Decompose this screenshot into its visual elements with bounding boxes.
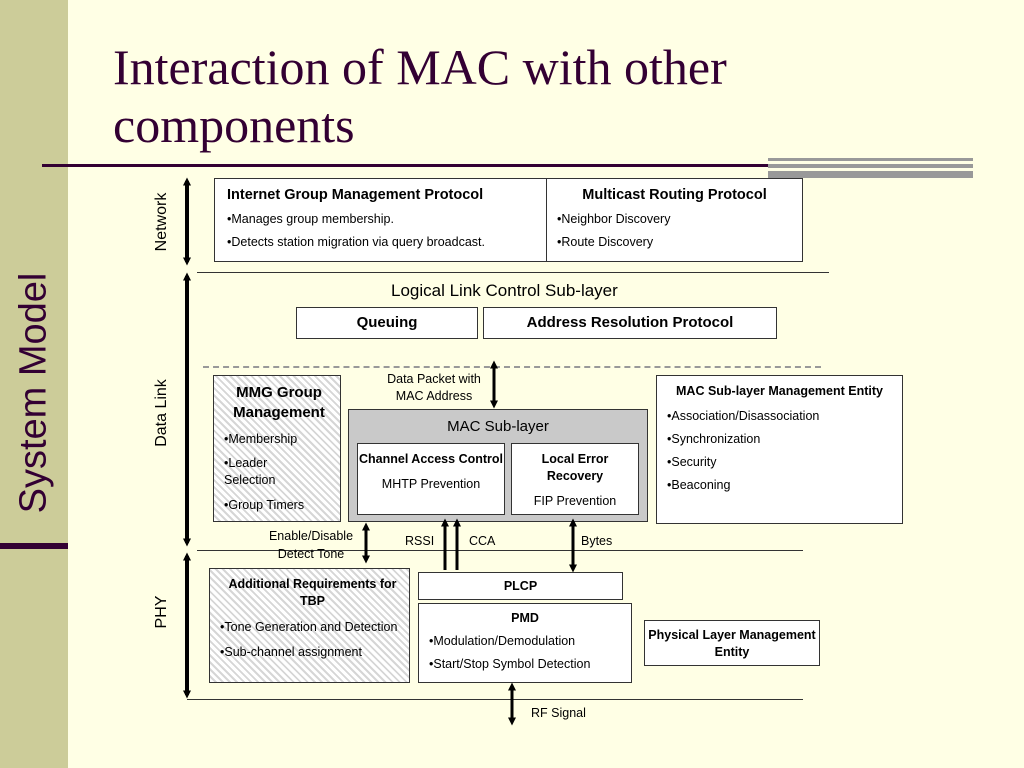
igmp-item: •Detects station migration via query bro…	[227, 235, 485, 249]
mrp-title: Multicast Routing Protocol	[582, 187, 767, 203]
mrp-box: Multicast Routing Protocol •Neighbor Dis…	[546, 178, 803, 262]
arp-box: Address Resolution Protocol	[483, 307, 777, 339]
mac-mgmt-title: MAC Sub-layer Management Entity	[676, 384, 883, 398]
enable-disable-line2: Detect Tone	[277, 547, 345, 561]
queuing-box: Queuing	[296, 307, 478, 339]
cca-label: CCA	[469, 534, 496, 548]
llc-mac-separator	[203, 366, 821, 368]
bytes-label: Bytes	[581, 534, 613, 548]
mrp-item: •Neighbor Discovery	[557, 212, 671, 226]
ler-title: Local Error Recovery	[541, 452, 609, 483]
igmp-title: Internet Group Management Protocol	[227, 187, 484, 203]
mac-mgmt-box: MAC Sub-layer Management Entity •Associa…	[656, 375, 903, 524]
sidebar	[0, 0, 68, 768]
data-packet-line2: MAC Address	[395, 389, 473, 403]
mrp-item: •Route Discovery	[557, 235, 654, 249]
addreq-item: •Tone Generation and Detection	[220, 620, 398, 634]
cac-box: Channel Access Control MHTP Prevention	[357, 443, 505, 515]
igmp-box: Internet Group Management Protocol •Mana…	[214, 178, 547, 262]
igmp-item: •Manages group membership.	[227, 212, 394, 226]
rf-signal-label: RF Signal	[531, 706, 586, 720]
mac-mgmt-item: •Beaconing	[667, 478, 731, 492]
addreq-title: Additional Requirements for TBP	[228, 577, 397, 608]
mmg-item: •Membership	[224, 432, 298, 446]
plcp-box: PLCP	[418, 572, 623, 600]
ler-sub: FIP Prevention	[533, 494, 617, 508]
data-packet-label: Data Packet with MAC Address	[381, 371, 487, 405]
addreq-item: •Sub-channel assignment	[220, 645, 362, 659]
ler-box: Local Error Recovery FIP Prevention	[511, 443, 639, 515]
phy-bottom-separator	[187, 699, 803, 700]
pmd-item: •Modulation/Demodulation	[429, 634, 576, 648]
phy-mgmt-box: Physical Layer Management Entity	[644, 620, 820, 666]
mmg-box: MMG Group Management •Membership •Leader…	[213, 375, 341, 522]
cac-sub: MHTP Prevention	[381, 477, 481, 491]
mmg-item: •Group Timers	[224, 498, 305, 512]
mac-mgmt-item: •Association/Disassociation	[667, 409, 820, 423]
addreq-box: Additional Requirements for TBP •Tone Ge…	[209, 568, 410, 683]
pmd-box: PMD •Modulation/Demodulation •Start/Stop…	[418, 603, 632, 683]
mmg-item: •Leader Selection	[224, 456, 276, 487]
mmg-title: MMG Group Management	[233, 384, 325, 421]
data-packet-line1: Data Packet with	[387, 372, 481, 386]
mac-mgmt-item: •Security	[667, 455, 717, 469]
decorative-bands	[768, 158, 973, 178]
slide-title: Interaction of MAC with other components	[113, 39, 727, 153]
enable-disable-line1: Enable/Disable	[268, 529, 354, 543]
pmd-item: •Start/Stop Symbol Detection	[429, 657, 591, 671]
rssi-label: RSSI	[405, 534, 435, 548]
enable-disable-label: Enable/Disable Detect Tone	[262, 527, 360, 563]
mac-mgmt-item: •Synchronization	[667, 432, 761, 446]
network-separator	[197, 272, 829, 273]
title-rule	[42, 164, 967, 167]
cac-title: Channel Access Control	[358, 452, 503, 466]
pmd-title: PMD	[511, 611, 539, 625]
sidebar-accent-bar	[0, 543, 68, 549]
llc-title: Logical Link Control Sub-layer	[391, 281, 618, 300]
mac-sublayer-title: MAC Sub-layer	[447, 418, 549, 435]
datalink-phy-separator	[197, 550, 803, 551]
